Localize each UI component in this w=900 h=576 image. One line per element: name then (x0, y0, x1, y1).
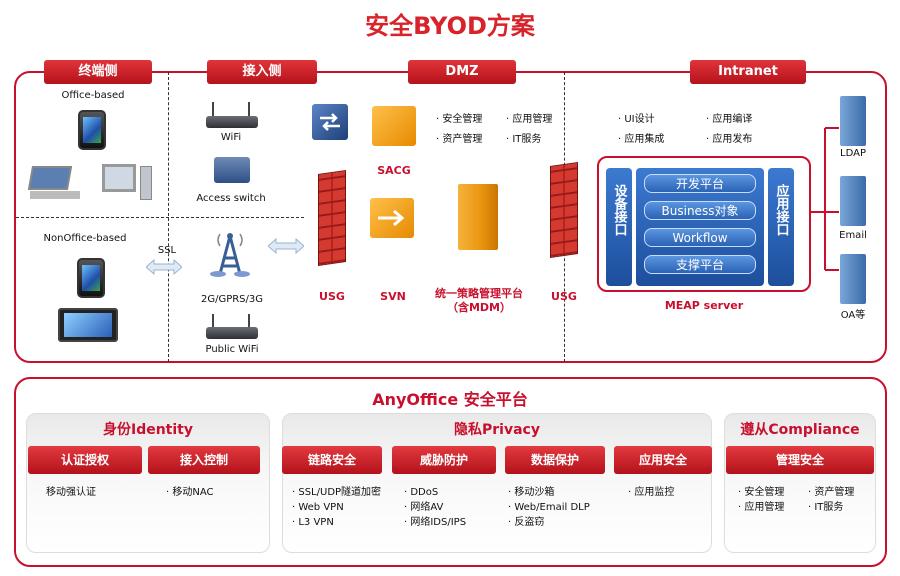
policy-server-icon (458, 184, 498, 250)
usg-firewall-left-icon (318, 170, 346, 266)
data-protection-detail-0: · 移动沙箱 (508, 487, 555, 498)
email-label: Email (839, 230, 867, 241)
threat-detail-0: · DDoS (404, 487, 439, 498)
privacy-title: 隐私Privacy (454, 422, 540, 438)
tab-dmz: DMZ (408, 60, 516, 84)
app-security-detail-0: · 应用监控 (628, 487, 675, 498)
access-switch-label: Access switch (196, 193, 266, 204)
intranet-feature-ui: · UI设计 (618, 114, 655, 125)
dmz-feature-it-service: · IT服务 (506, 134, 542, 145)
tab-access: 接入侧 (207, 60, 317, 84)
compliance-title: 遵从Compliance (740, 422, 860, 438)
compliance-detail-3: · IT服务 (808, 502, 844, 513)
business-object-bar: Business对象 (644, 201, 756, 220)
compliance-detail-2: · 应用管理 (738, 502, 785, 513)
office-based-label: Office-based (61, 90, 125, 101)
compliance-detail-0: · 安全管理 (738, 487, 785, 498)
wifi-label: WiFi (220, 132, 242, 143)
oa-server-icon (840, 254, 866, 304)
dmz-feature-app-mgmt: · 应用管理 (506, 114, 553, 125)
anyoffice-title: AnyOffice 安全平台 (372, 390, 528, 409)
mobile-network-label: 2G/GPRS/3G (200, 294, 264, 305)
compliance-group (724, 413, 876, 553)
threat-protection-pill: 威胁防护 (392, 446, 496, 474)
switch-arrows-icon (320, 113, 340, 131)
policy-platform-label: 统一策略管理平台 (435, 287, 523, 300)
dev-platform-bar: 开发平台 (644, 174, 756, 193)
cell-tower-icon (210, 233, 250, 277)
tab-intranet: Intranet (690, 60, 806, 84)
app-security-pill: 应用安全 (614, 446, 712, 474)
identity-title: 身份Identity (102, 422, 193, 438)
oa-label: OA等 (840, 310, 866, 321)
sacg-device-icon (372, 106, 416, 146)
support-platform-bar: 支撑平台 (644, 255, 756, 274)
backend-connector-lines (811, 127, 839, 271)
usg-right-label: USG (551, 290, 577, 303)
device-interface-block: 设备接口 (606, 168, 632, 286)
data-protection-detail-1: · Web/Email DLP (508, 502, 590, 513)
divider-office-nonoffice (16, 217, 304, 218)
workflow-bar: Workflow (644, 228, 756, 247)
auth-detail-0: 移动强认证 (46, 487, 96, 498)
laptop-icon (27, 166, 80, 199)
link-security-detail-1: · Web VPN (292, 502, 344, 513)
access-control-detail-0: · 移动NAC (166, 487, 214, 498)
identity-group (26, 413, 270, 553)
ldap-server-icon (840, 96, 866, 146)
ssl-double-arrow-icon (146, 259, 182, 275)
policy-platform-sub-label: （含MDM） (446, 301, 512, 314)
usg-firewall-right-icon (550, 162, 578, 258)
dmz-feature-security: · 安全管理 (436, 114, 483, 125)
email-server-icon (840, 176, 866, 226)
ssl-label: SSL (157, 245, 177, 256)
link-security-pill: 链路安全 (282, 446, 382, 474)
threat-detail-2: · 网络IDS/IPS (404, 517, 467, 528)
tab-endpoint: 终端侧 (44, 60, 152, 84)
auth-pill: 认证授权 (28, 446, 142, 474)
ldap-label: LDAP (840, 148, 866, 159)
access-control-pill: 接入控制 (148, 446, 260, 474)
link-security-detail-2: · L3 VPN (292, 517, 334, 528)
app-interface-label: 应用接口 (773, 184, 789, 236)
svn-arrow-icon (378, 209, 405, 227)
access-switch-icon (214, 157, 250, 183)
access-dmz-double-arrow-icon (268, 238, 304, 254)
public-wifi-label: Public WiFi (205, 344, 259, 355)
mgmt-security-pill: 管理安全 (726, 446, 874, 474)
intranet-feature-integrate: · 应用集成 (618, 134, 665, 145)
sacg-label: SACG (377, 164, 411, 177)
device-interface-label: 设备接口 (611, 184, 627, 236)
dmz-feature-asset: · 资产管理 (436, 134, 483, 145)
diagram-title: 安全BYOD方案 (365, 12, 535, 40)
threat-detail-1: · 网络AV (404, 502, 444, 513)
svn-label: SVN (380, 290, 406, 303)
tablet-icon (58, 308, 118, 342)
intranet-feature-compile: · 应用编译 (706, 114, 753, 125)
usg-left-label: USG (319, 290, 345, 303)
privacy-group (282, 413, 712, 553)
meap-server-label: MEAP server (664, 299, 744, 312)
data-protection-detail-2: · 反盗窃 (508, 517, 545, 528)
compliance-detail-1: · 资产管理 (808, 487, 855, 498)
app-interface-block: 应用接口 (768, 168, 794, 286)
link-security-detail-0: · SSL/UDP隧道加密 (292, 487, 382, 498)
data-protection-pill: 数据保护 (505, 446, 605, 474)
wifi-router-icon (204, 102, 260, 132)
smartphone-icon (78, 110, 106, 150)
smartphone-icon-2 (77, 258, 105, 298)
desktop-pc-icon (102, 164, 152, 200)
network-switch-icon (312, 104, 348, 140)
public-wifi-router-icon (204, 314, 260, 342)
nonoffice-based-label: NonOffice-based (43, 233, 127, 244)
intranet-feature-publish: · 应用发布 (706, 134, 753, 145)
